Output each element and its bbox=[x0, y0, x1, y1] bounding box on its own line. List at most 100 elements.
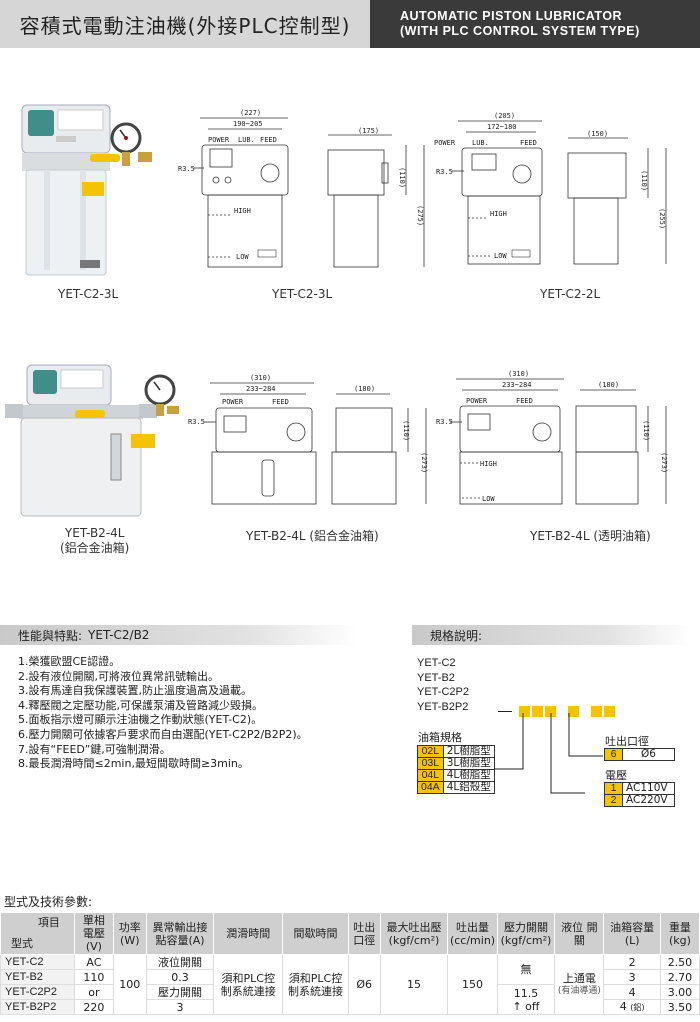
output-cell: 液位開關 bbox=[145, 954, 215, 970]
discharge-cell: 150 bbox=[447, 954, 498, 1015]
header-level-switch: 液位 開關 bbox=[554, 912, 605, 955]
drawing-caption-b2-4l-aluminium: YET-B2-4L (鋁合金油箱) bbox=[246, 529, 379, 543]
feature-item: 6.壓力開關可依據客戶要求而自由選配(YET-C2P2/B2P2)。 bbox=[18, 727, 308, 741]
tank-code: 02L bbox=[417, 745, 444, 758]
label-radius: R3.5 bbox=[178, 165, 195, 173]
label-feed: FEED bbox=[516, 397, 533, 405]
dim-depth: (175) bbox=[358, 127, 379, 135]
header-voltage: 單相 電壓(V) bbox=[73, 912, 114, 955]
header-item-model: 項目 型式 bbox=[0, 912, 75, 955]
label-power: POWER bbox=[208, 136, 230, 144]
drawing-c2-2l: (205) 172~180 (150) POWER LUB. FEED R3.5… bbox=[434, 112, 667, 265]
dim-height-total: (273) bbox=[660, 452, 668, 473]
outlet-label: 吐出口徑 bbox=[605, 735, 649, 748]
voltage-cell: or bbox=[73, 984, 114, 1000]
tank-code: 03L bbox=[417, 757, 444, 770]
tank-desc: 4L鋁殼型 bbox=[442, 781, 495, 794]
spec-models: YET-C2 YET-B2 YET-C2P2 YET-B2P2 bbox=[417, 656, 469, 714]
tank-desc: 3L樹脂型 bbox=[442, 757, 495, 770]
photo-caption-c2-3l: YET-C2-3L bbox=[58, 287, 119, 301]
drawing-caption-c2-3l: YET-C2-3L bbox=[272, 287, 333, 301]
dim-width-range: 233~284 bbox=[246, 385, 276, 393]
header-tank: 油箱容量 (L) bbox=[603, 912, 661, 955]
outlet-code: 6 bbox=[604, 748, 623, 761]
weight-cell: 2.50 bbox=[659, 954, 700, 970]
header-output: 異常輸出接 點容量(A) bbox=[145, 912, 215, 955]
spec-code-boxes bbox=[498, 701, 617, 720]
spec-heading: 規格說明: bbox=[430, 628, 483, 643]
dim-width-total: (310) bbox=[508, 370, 529, 378]
feature-item: 7.設有“FEED”鍵,可強制潤滑。 bbox=[18, 742, 171, 756]
level-switch-cell: 上通電 (有油導通) bbox=[554, 954, 605, 1015]
header-lube-time: 潤滑時間 bbox=[213, 912, 284, 955]
voltage-code: 1 bbox=[604, 782, 623, 795]
features-heading: 性能與特點: bbox=[18, 628, 83, 643]
interval-line: 制系統連接 bbox=[287, 984, 343, 998]
photo-caption-b2-4l-model: YET-B2-4L bbox=[64, 526, 125, 540]
header-item: 項目 bbox=[37, 916, 60, 929]
tank-code: 04A bbox=[417, 781, 444, 794]
drawing-b2-4l-transparent: (310) 233~284 (180) POWER FEED R3.5 HIGH… bbox=[436, 370, 668, 505]
dim-depth: (180) bbox=[598, 381, 619, 389]
tank-cell: 4 (鋁) bbox=[603, 999, 661, 1015]
voltage-desc: AC110V bbox=[622, 782, 675, 795]
dim-height-total: (273) bbox=[420, 452, 428, 473]
pressure-switch-off: ↑ off bbox=[512, 999, 540, 1013]
label-lub: LUB. bbox=[472, 139, 489, 147]
title-en: AUTOMATIC PISTON LUBRICATOR (WITH PLC CO… bbox=[370, 0, 700, 48]
lube-time-cell: 須和PLC控 制系統連接 bbox=[213, 954, 284, 1015]
tank-code: 04L bbox=[417, 769, 444, 782]
header-outlet: 吐出 口徑 bbox=[347, 912, 381, 955]
outlet-cell: Ø6 bbox=[347, 954, 381, 1015]
power-cell: 100 bbox=[112, 954, 147, 1015]
voltage-code: 2 bbox=[604, 794, 623, 807]
header-weight: 重量 (kg) bbox=[659, 912, 700, 955]
header-pressure-switch: 壓力開關 (kgf/cm²) bbox=[496, 912, 556, 955]
level-switch-value: 上通電 bbox=[562, 971, 596, 985]
interval-line: 須和PLC控 bbox=[288, 971, 343, 985]
dim-depth: (180) bbox=[354, 385, 375, 393]
tank-cell: 4 bbox=[603, 984, 661, 1000]
tank-cell: 2 bbox=[603, 954, 661, 970]
photo-caption-b2-4l: YET-B2-4L (鋁合金油箱) bbox=[60, 526, 129, 556]
label-power: POWER bbox=[222, 398, 244, 406]
weight-cell: 2.70 bbox=[659, 969, 700, 985]
model-cell: YET-B2P2 bbox=[0, 999, 75, 1015]
label-low: LOW bbox=[236, 253, 249, 261]
dim-width-total: (227) bbox=[240, 109, 261, 117]
spec-connector-lines bbox=[494, 713, 603, 794]
dim-height-total: (255) bbox=[658, 208, 666, 229]
voltage-cell: AC bbox=[73, 954, 114, 970]
model-cell: YET-B2 bbox=[0, 969, 75, 985]
tank-label: 油箱規格 bbox=[418, 731, 462, 744]
interval-cell: 須和PLC控 制系統連接 bbox=[282, 954, 349, 1015]
output-cell: 壓力開關 bbox=[145, 984, 215, 1000]
tank-cell: 3 bbox=[603, 969, 661, 985]
spec-heading-bar: 規格說明: bbox=[412, 625, 690, 645]
title-en-line1: AUTOMATIC PISTON LUBRICATOR bbox=[400, 9, 623, 23]
header-discharge: 吐出量 (cc/min) bbox=[447, 912, 498, 955]
features-heading-models: YET-C2/B2 bbox=[88, 628, 150, 642]
drawing-c2-3l: (227) 190~205 (175) POWER LUB. FEED R3.5… bbox=[178, 109, 425, 268]
page-header: 容積式電動注油機(外接PLC控制型) AUTOMATIC PISTON LUBR… bbox=[0, 0, 700, 48]
label-feed: FEED bbox=[272, 398, 289, 406]
dim-height-upper: (110) bbox=[398, 167, 406, 188]
dim-height-upper: (110) bbox=[402, 420, 410, 441]
model-cell: YET-C2 bbox=[0, 954, 75, 970]
dim-width-range: 172~180 bbox=[487, 123, 517, 131]
model-cell: YET-C2P2 bbox=[0, 984, 75, 1000]
tank-desc: 4L樹脂型 bbox=[442, 769, 495, 782]
tank-note: (鋁) bbox=[630, 1003, 645, 1012]
features-heading-bar: 性能與特點: YET-C2/B2 bbox=[0, 625, 356, 645]
spec-model: YET-C2 bbox=[417, 657, 456, 669]
dim-width-range: 233~284 bbox=[502, 381, 532, 389]
tech-table: 項目 型式 單相 電壓(V) 功率 (W) 異常輸出接 點容量(A) 潤滑時間 … bbox=[0, 912, 700, 1015]
voltage-cell: 220 bbox=[73, 999, 114, 1015]
features-list: 1.榮獲歐盟CE認證。 2.設有液位開關,可將液位異常訊號輸出。 3.設有馬達自… bbox=[18, 655, 308, 772]
voltage-desc: AC220V bbox=[622, 794, 675, 807]
dim-height-upper: (110) bbox=[642, 420, 650, 441]
feature-item: 4.釋壓閥之定壓功能,可保護泵浦及管路減少毀損。 bbox=[18, 698, 263, 712]
outlet-desc: Ø6 bbox=[622, 748, 675, 761]
